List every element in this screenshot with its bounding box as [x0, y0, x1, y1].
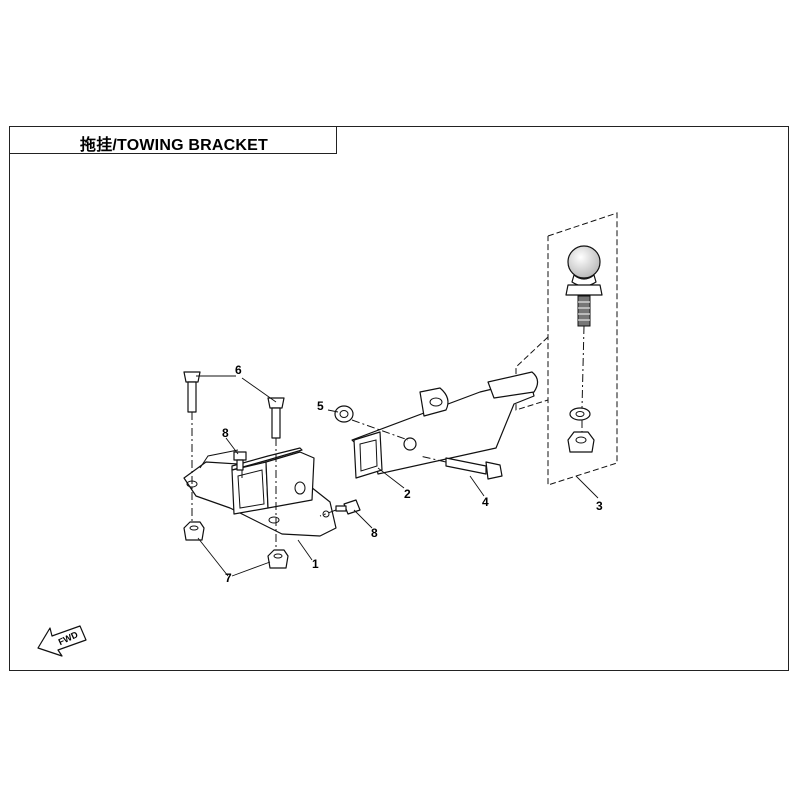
flange-bolt-right-part — [267, 397, 285, 439]
small-bolt-lower-part — [335, 499, 361, 515]
flange-nut-left-part — [183, 521, 205, 541]
lock-washer-part — [569, 407, 591, 421]
drawing-frame — [9, 126, 789, 671]
callout-5: 5 — [317, 399, 324, 413]
title-box — [9, 126, 337, 154]
extension-tube-part — [351, 371, 539, 479]
fwd-arrow-icon: FWD — [37, 625, 87, 657]
flange-bolt-left-part — [183, 371, 201, 413]
callout-8-lower: 8 — [371, 526, 378, 540]
callout-4: 4 — [482, 495, 489, 509]
leader-lines — [196, 375, 599, 577]
callout-2: 2 — [404, 487, 411, 501]
callout-6: 6 — [235, 363, 242, 377]
nut-part — [567, 431, 595, 453]
callout-3: 3 — [596, 499, 603, 513]
receiver-bracket-part — [183, 447, 337, 537]
hitch-ball-assembly-box — [515, 212, 618, 486]
small-bolt-upper-part — [233, 451, 247, 471]
hitch-ball-part — [565, 245, 603, 327]
washer-part — [334, 405, 354, 423]
callout-1: 1 — [312, 557, 319, 571]
callout-7: 7 — [225, 571, 232, 585]
pin-bolt-part — [445, 457, 503, 480]
page-title: 拖挂/TOWING BRACKET — [80, 137, 268, 154]
flange-nut-right-part — [267, 549, 289, 569]
assembly-center-lines — [191, 325, 585, 550]
callout-8-upper: 8 — [222, 426, 229, 440]
